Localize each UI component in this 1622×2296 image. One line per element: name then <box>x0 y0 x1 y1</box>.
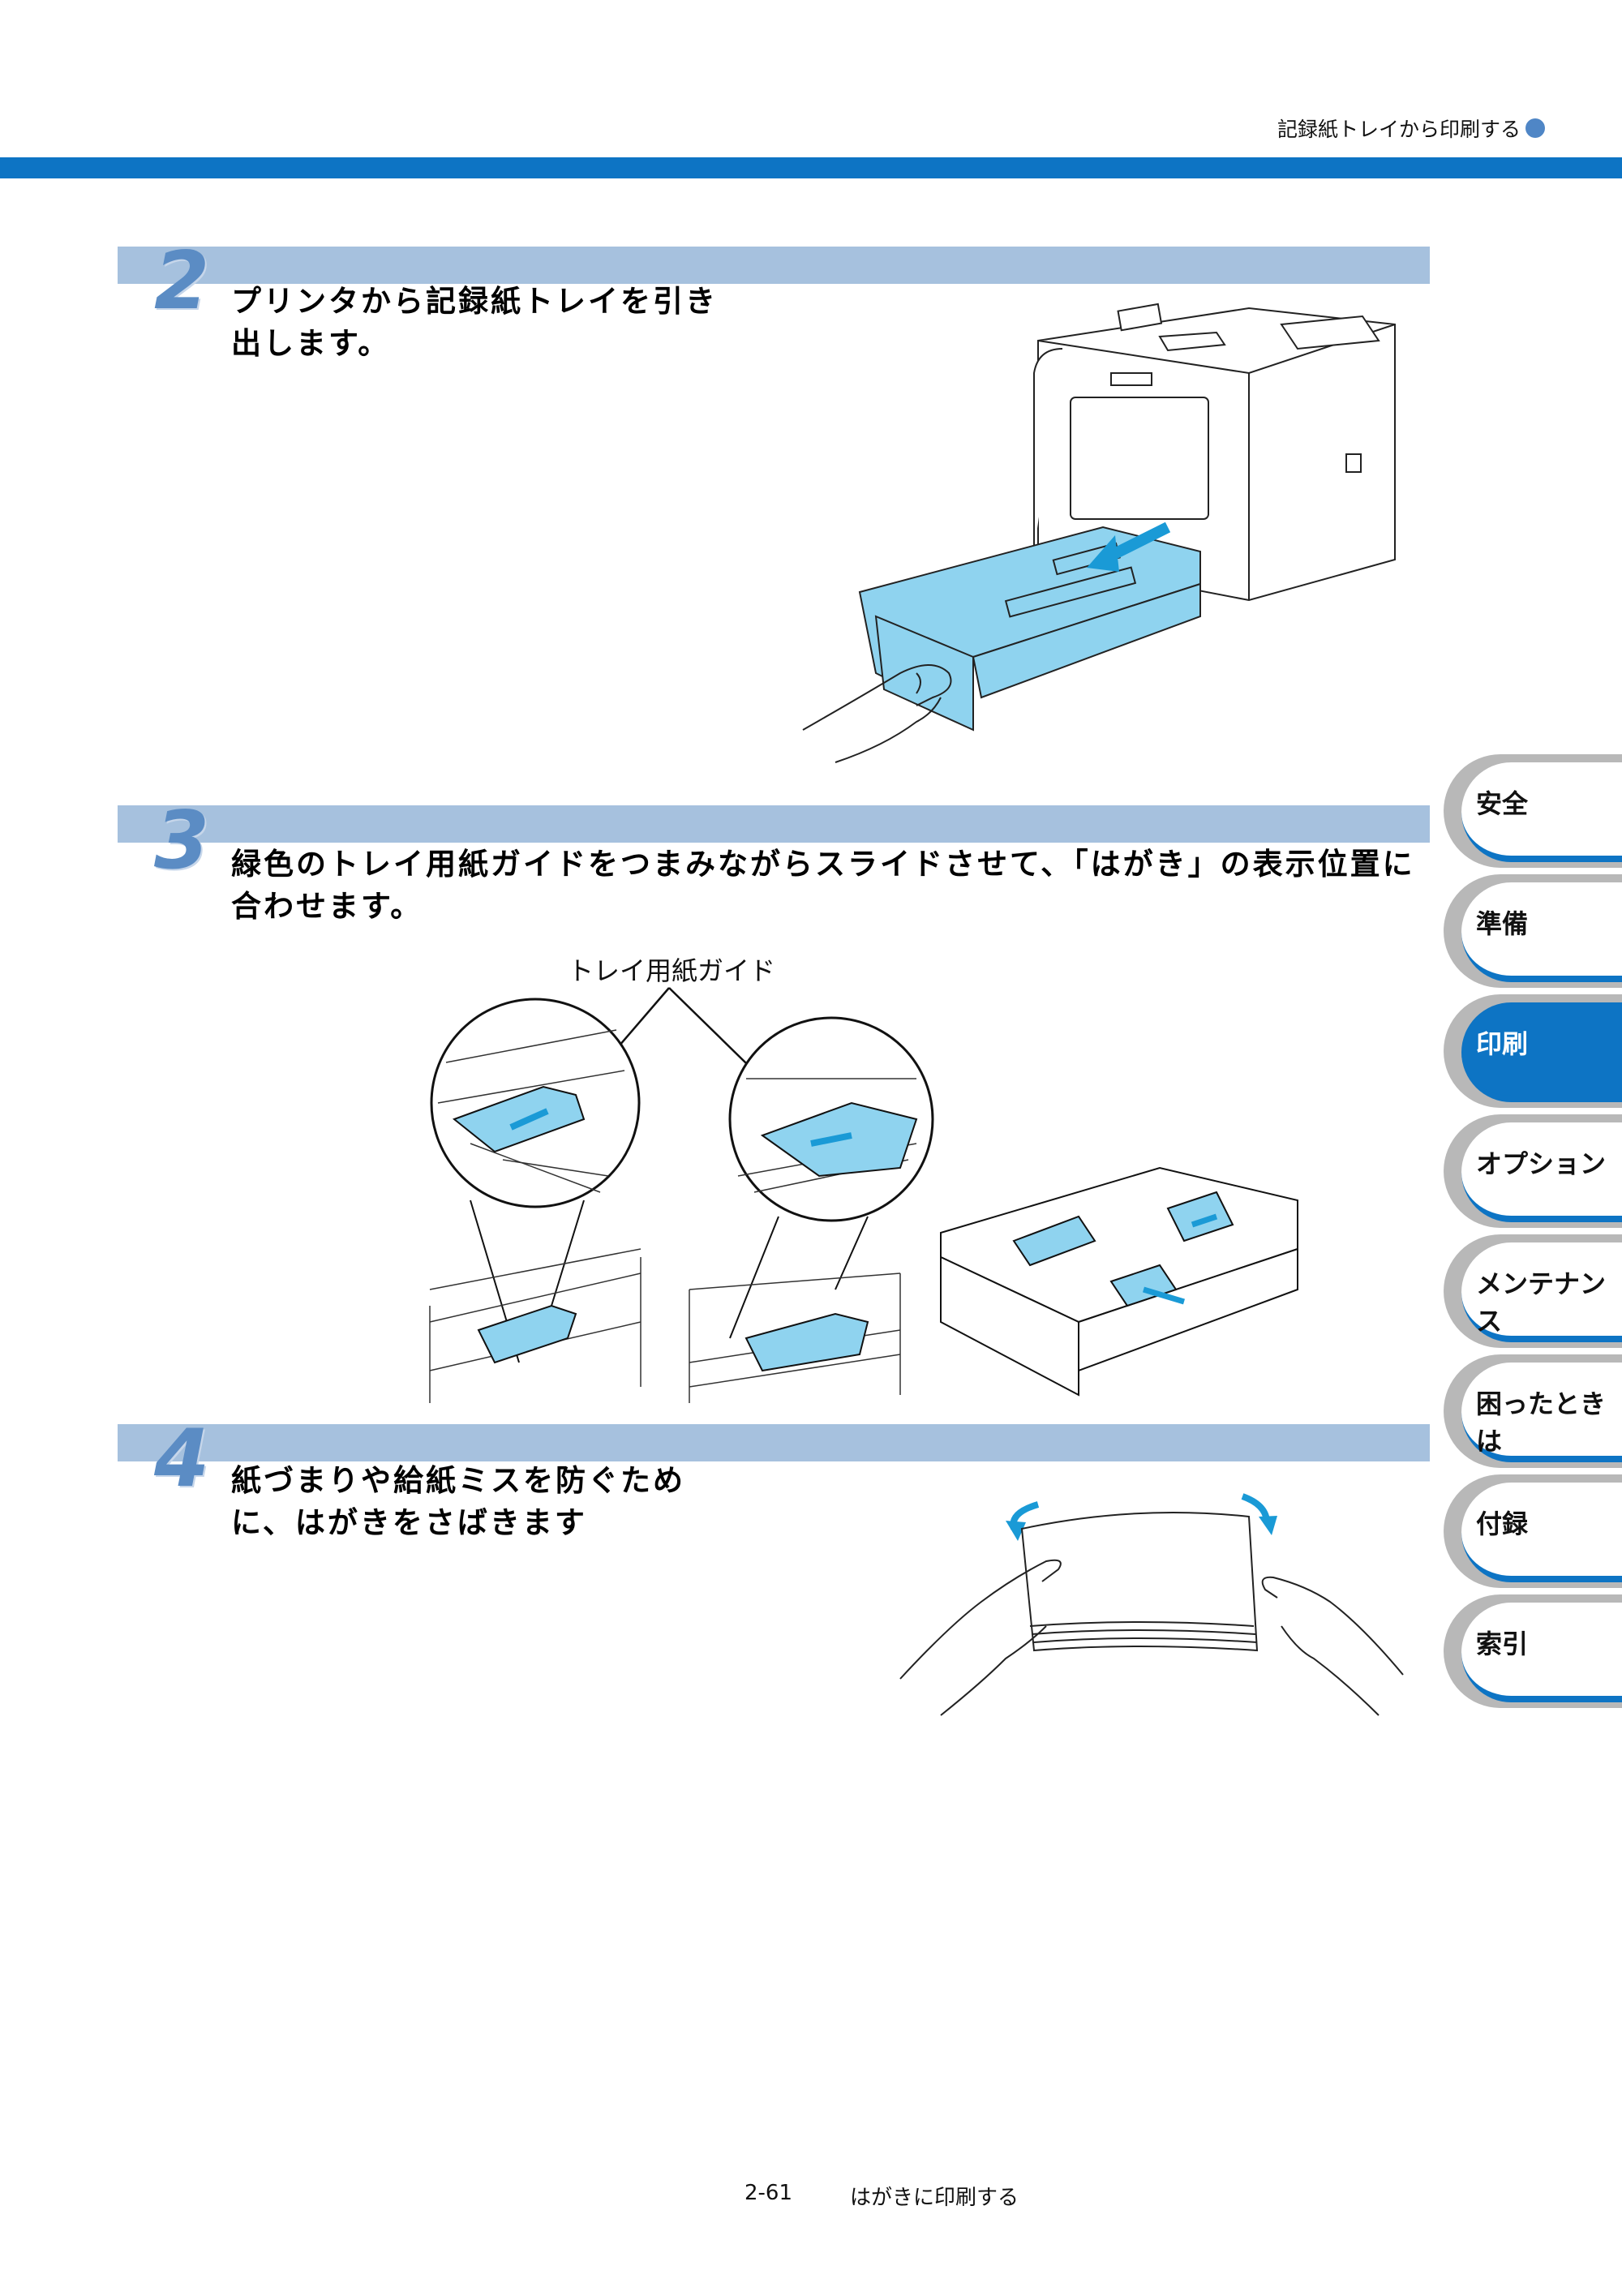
step-2-line1: プリンタから記録紙トレイを引き <box>231 284 718 319</box>
tab-printing-label: 印刷 <box>1476 1028 1529 1059</box>
tab-troubleshooting-label: 困ったときは <box>1476 1388 1607 1457</box>
step-4-band <box>118 1424 1430 1461</box>
tray-guide-adjust-illustration <box>429 987 1298 1403</box>
step-3-band <box>118 805 1430 843</box>
step-3-line2: 合わせます。 <box>231 889 423 924</box>
tab-appendix[interactable]: 付録 <box>1444 1474 1622 1588</box>
step-3-text: 緑色のトレイ用紙ガイドをつまみながらスライドさせて、「はがき」の表示位置に 合わ… <box>231 843 1415 928</box>
tab-options[interactable]: オプション <box>1444 1114 1622 1228</box>
step-2-line2: 出します。 <box>231 326 391 361</box>
tab-index-label: 索引 <box>1476 1629 1529 1659</box>
printer-tray-pull-illustration <box>802 303 1396 763</box>
tab-safety[interactable]: 安全 <box>1444 754 1622 868</box>
running-header-text: 記録紙トレイから印刷する <box>1277 118 1521 141</box>
step-2-text: プリンタから記録紙トレイを引き 出します。 <box>231 281 718 365</box>
step-4-number: 4 <box>154 1413 210 1505</box>
tab-appendix-label: 付録 <box>1476 1508 1529 1539</box>
bullet-dot-icon <box>1525 118 1545 138</box>
tab-maintenance[interactable]: メンテナンス <box>1444 1234 1622 1348</box>
header-bar <box>0 157 1622 178</box>
tab-preparation[interactable]: 準備 <box>1444 874 1622 988</box>
footer-section-title: はがきに印刷する <box>850 2186 1019 2210</box>
tab-options-label: オプション <box>1476 1148 1607 1179</box>
step-4-line2: に、はがきをさばきます <box>231 1505 587 1540</box>
tab-troubleshooting[interactable]: 困ったときは <box>1444 1354 1622 1468</box>
page-number: 2-61 <box>744 2181 793 2205</box>
tab-safety-label: 安全 <box>1476 788 1529 819</box>
step-4-line1: 紙づまりや給紙ミスを防ぐため <box>231 1463 685 1498</box>
step-2-band <box>118 247 1430 284</box>
step-4-text: 紙づまりや給紙ミスを防ぐため に、はがきをさばきます <box>231 1460 685 1544</box>
tab-printing[interactable]: 印刷 <box>1444 994 1622 1108</box>
tab-index[interactable]: 索引 <box>1444 1594 1622 1708</box>
step-3-line1: 緑色のトレイ用紙ガイドをつまみながらスライドさせて、「はがき」の表示位置に <box>231 847 1415 882</box>
tab-preparation-label: 準備 <box>1476 908 1529 939</box>
step-3-number: 3 <box>154 795 210 887</box>
running-header: 記録紙トレイから印刷する <box>1277 114 1545 143</box>
tray-guide-callout-label: トレイ用紙ガイド <box>568 955 776 986</box>
fan-postcards-illustration <box>899 1493 1404 1716</box>
tab-maintenance-label: メンテナンス <box>1476 1268 1607 1337</box>
step-2-number: 2 <box>154 235 210 328</box>
